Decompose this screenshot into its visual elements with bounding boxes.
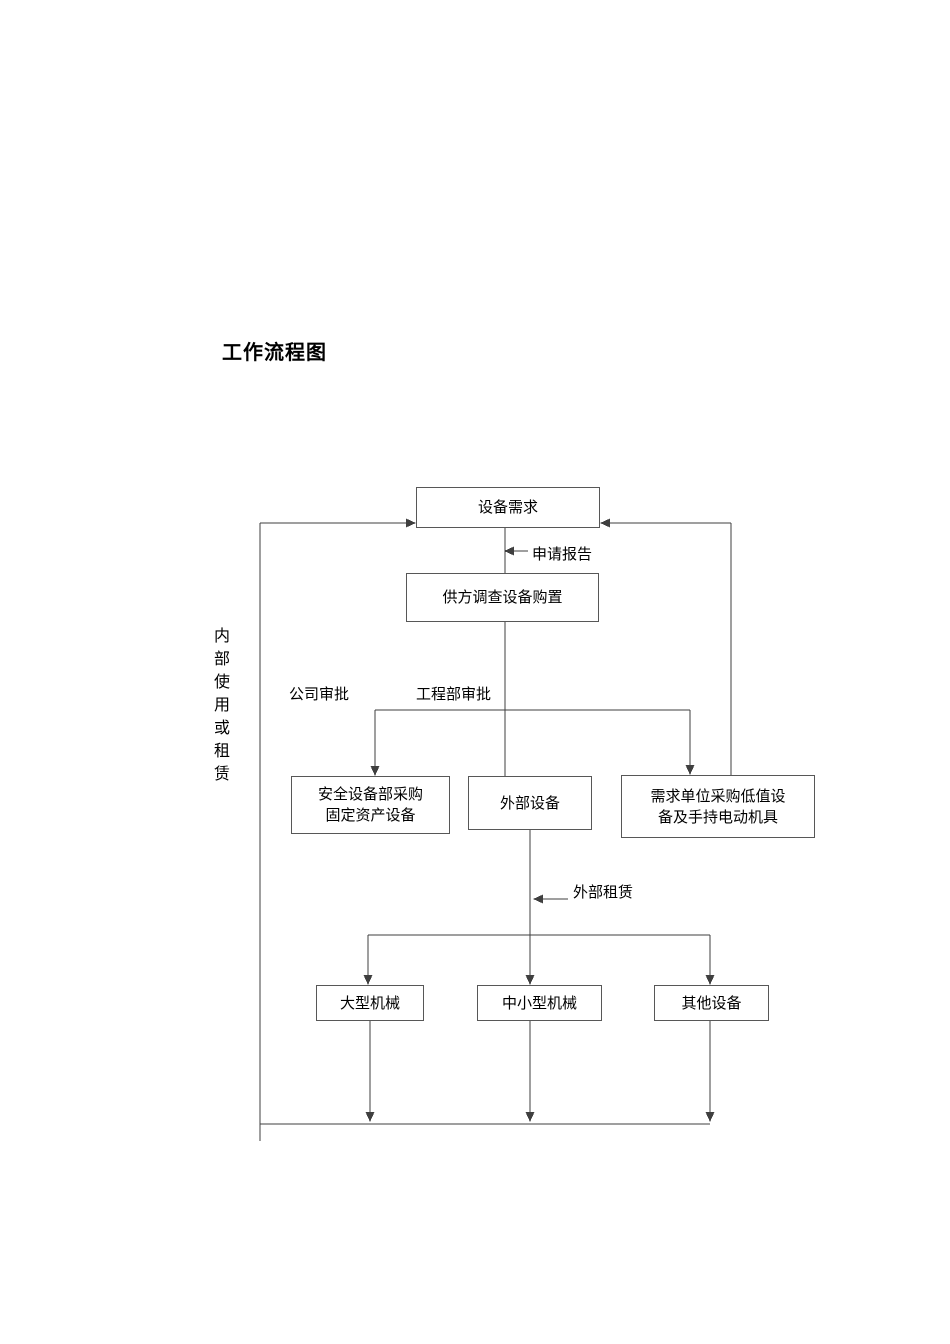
return-loop-right (600, 518, 732, 775)
page-title: 工作流程图 (222, 342, 327, 364)
label-engineering-approval: 工程部审批 (416, 686, 492, 703)
node-safety-dept-purchase: 安全设备部采购 固定资产设备 (291, 776, 450, 834)
connector-machinery-to-return (260, 1021, 715, 1125)
node-large-machinery: 大型机械 (316, 985, 424, 1021)
node-medium-small-machinery: 中小型机械 (477, 985, 602, 1021)
node-low-value-purchase: 需求单位采购低值设 备及手持电动机具 (621, 775, 815, 838)
node-other-equipment: 其他设备 (654, 985, 769, 1021)
label-company-approval: 公司审批 (289, 686, 350, 703)
external-lease-arrow (533, 894, 568, 904)
node-equipment-demand: 设备需求 (416, 487, 600, 528)
connector-split-to-machinery (363, 934, 715, 985)
node-supplier-survey: 供方调查设备购置 (406, 573, 599, 622)
label-internal-use-or-lease: 内部使用或租赁 (211, 627, 228, 788)
application-report-arrow (504, 546, 528, 556)
label-external-lease: 外部租赁 (573, 884, 634, 901)
node-external-equipment: 外部设备 (468, 776, 592, 830)
label-application-report: 申请报告 (532, 546, 593, 563)
